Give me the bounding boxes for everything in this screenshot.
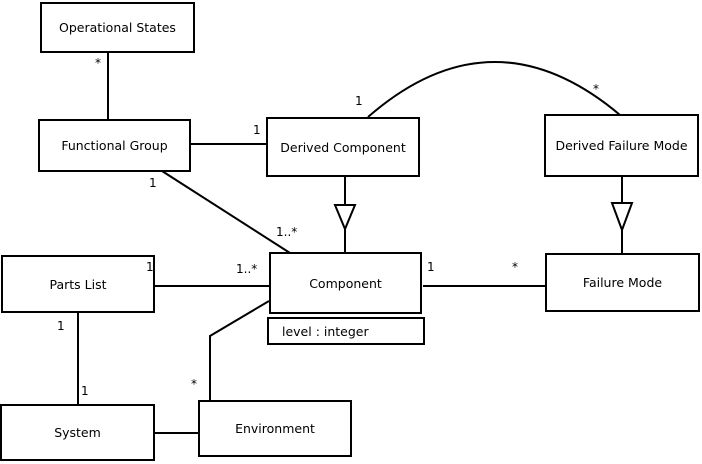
class-box-derived-component[interactable]: Derived Component <box>266 117 420 177</box>
multiplicity-label: 1..* <box>236 262 258 276</box>
multiplicity-label: 1 <box>355 94 363 108</box>
generalization-arrow-icon <box>333 204 357 232</box>
multiplicity-label: 1 <box>253 123 261 137</box>
multiplicity-label: * <box>512 260 518 274</box>
class-box-functional-group[interactable]: Functional Group <box>38 119 191 172</box>
generalization-arrow-icon <box>610 202 634 233</box>
class-box-system[interactable]: System <box>0 404 155 461</box>
class-name-label: Component <box>309 275 382 291</box>
multiplicity-label: 1 <box>81 384 89 398</box>
class-name-label: Failure Mode <box>582 275 663 290</box>
class-name-label: Derived Component <box>280 139 406 155</box>
class-box-component[interactable]: Component <box>269 252 422 314</box>
class-name-label: Operational States <box>59 20 176 35</box>
edge-derived-component-derived-failure-mode-arc <box>367 61 621 118</box>
multiplicity-label: * <box>191 377 197 391</box>
class-box-parts-list[interactable]: Parts List <box>1 255 155 313</box>
class-attribute-box-component[interactable]: level : integer <box>267 317 425 345</box>
class-box-operational-states[interactable]: Operational States <box>40 2 195 53</box>
class-name-label: System <box>54 425 101 440</box>
class-name-label: Environment <box>235 421 315 436</box>
class-box-derived-failure-mode[interactable]: Derived Failure Mode <box>544 114 699 177</box>
class-name-label: Derived Failure Mode <box>555 138 688 153</box>
class-name-label: Functional Group <box>61 138 168 153</box>
multiplicity-label: 1 <box>57 319 65 333</box>
multiplicity-label: * <box>95 56 101 70</box>
multiplicity-label: * <box>593 82 599 96</box>
class-attribute-label: level : integer <box>282 323 369 339</box>
class-box-environment[interactable]: Environment <box>198 400 352 457</box>
class-name-label: Parts List <box>49 276 107 292</box>
multiplicity-label: 1 <box>427 260 435 274</box>
edge-functional-group-component <box>161 170 291 254</box>
multiplicity-label: 1 <box>146 260 154 274</box>
edge-environment-component <box>209 300 270 401</box>
class-box-failure-mode[interactable]: Failure Mode <box>545 253 700 312</box>
multiplicity-label: 1..* <box>276 225 298 239</box>
multiplicity-label: 1 <box>149 176 157 190</box>
